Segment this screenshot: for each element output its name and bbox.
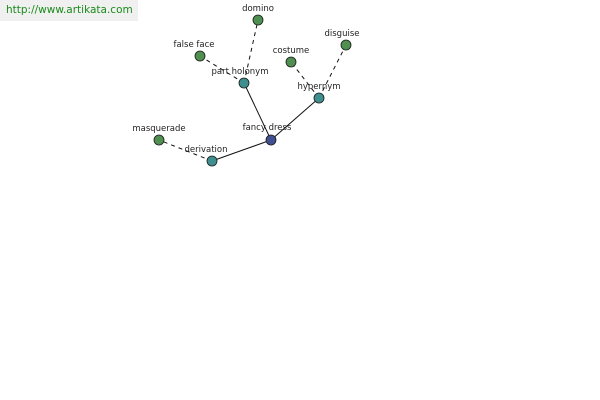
node-costume[interactable] bbox=[285, 56, 297, 68]
node-false-face[interactable] bbox=[194, 50, 206, 62]
edge-fancy-dress-part-holonym bbox=[243, 82, 272, 141]
node-disguise[interactable] bbox=[340, 39, 352, 51]
node-fancy-dress[interactable] bbox=[265, 134, 277, 146]
label-costume[interactable]: costume bbox=[273, 46, 310, 56]
label-domino[interactable]: domino bbox=[242, 4, 274, 14]
label-derivation[interactable]: derivation bbox=[184, 145, 227, 155]
node-hypernym[interactable] bbox=[313, 92, 325, 104]
label-part-holonym[interactable]: part holonym bbox=[212, 67, 269, 77]
label-false-face[interactable]: false face bbox=[173, 40, 214, 50]
graph-edges bbox=[158, 19, 347, 162]
edge-part-holonym-false-face bbox=[199, 55, 245, 84]
label-fancy-dress[interactable]: fancy dress bbox=[243, 123, 292, 133]
node-derivation[interactable] bbox=[206, 155, 218, 167]
edge-fancy-dress-derivation bbox=[211, 139, 272, 162]
node-part-holonym[interactable] bbox=[238, 77, 250, 89]
graph-nodes bbox=[153, 14, 352, 167]
graph-labels: fancy dress part holonym domino false face h… bbox=[132, 4, 359, 155]
edge-part-holonym-domino bbox=[243, 19, 259, 84]
edge-derivation-masquerade bbox=[158, 139, 213, 162]
edge-fancy-dress-hypernym bbox=[270, 97, 320, 141]
label-disguise[interactable]: disguise bbox=[325, 29, 360, 39]
label-hypernym[interactable]: hypernym bbox=[297, 82, 340, 92]
label-masquerade[interactable]: masquerade bbox=[132, 124, 185, 134]
site-link[interactable]: http://www.artikata.com bbox=[0, 0, 138, 21]
node-domino[interactable] bbox=[252, 14, 264, 26]
node-masquerade[interactable] bbox=[153, 134, 165, 146]
edge-hypernym-costume bbox=[290, 61, 320, 99]
edge-hypernym-disguise bbox=[318, 44, 347, 99]
